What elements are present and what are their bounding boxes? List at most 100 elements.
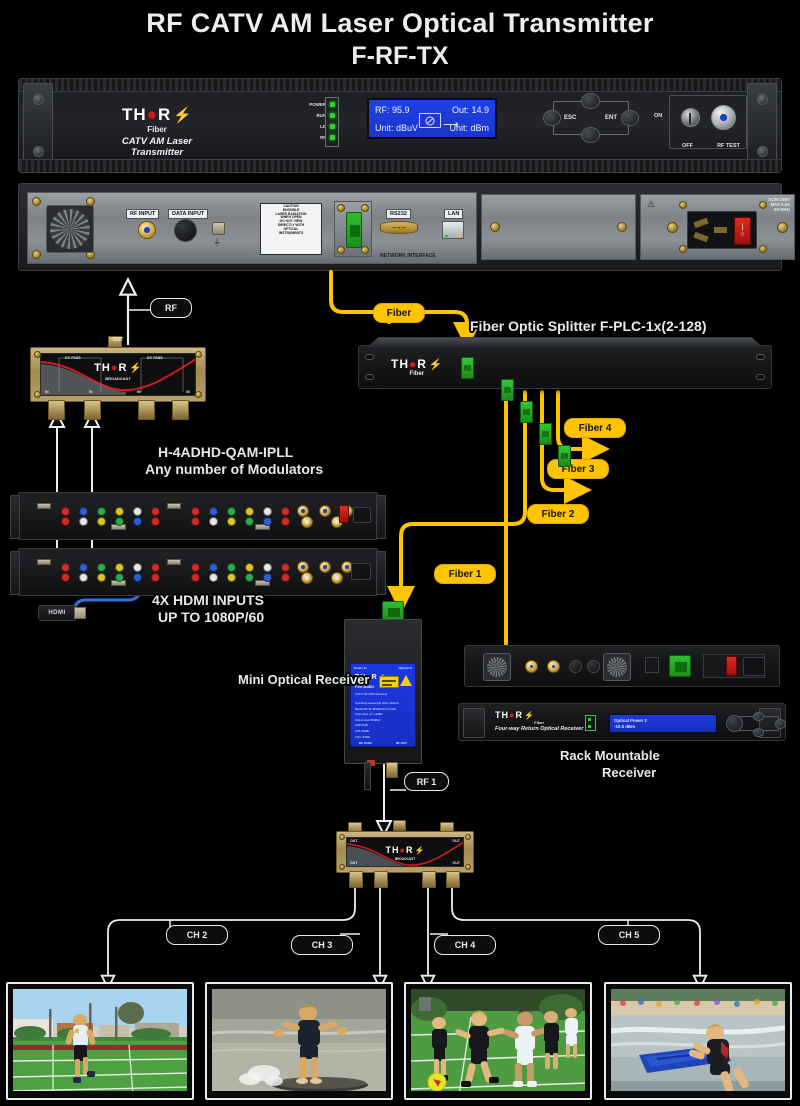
modulator2-hdmi-port-2[interactable] [167, 559, 181, 565]
mini-rx-rf-out-port[interactable] [386, 762, 398, 778]
modulator2-power-inlet[interactable] [351, 563, 371, 580]
ground-stud [212, 222, 225, 235]
modulator-hdmi-port-1[interactable] [37, 503, 51, 509]
modulator-asi-out-1[interactable] [319, 505, 331, 517]
combiner-top-in-1: IN [45, 390, 49, 394]
modulator2-rf-out[interactable] [331, 572, 343, 584]
splitter-output-1[interactable] [501, 379, 514, 401]
keypad-right-button[interactable] [621, 110, 639, 126]
rack-rx-brand: TH●R [495, 710, 523, 720]
keypad-left-button[interactable] [543, 110, 561, 126]
combiner-bottom-in-port[interactable] [393, 820, 406, 831]
rack-rx-rf-out-1[interactable] [525, 660, 538, 673]
rack-rx-knob[interactable] [726, 715, 743, 732]
combiner-bottom-brand: TH●R [385, 845, 414, 855]
rack-rx-lcd-line-1: Optical Power 2 [614, 718, 647, 723]
combiner-top-face: TH●R ⚡ BROADCAST DC PASS DC PASS IN IN I… [40, 353, 196, 396]
network-interface-label: NETWORK INTERFACE [380, 253, 436, 259]
splitter-brand-sub: Fiber [409, 371, 425, 377]
keypad-up-button[interactable] [581, 93, 600, 109]
modulator2-asi-out-1[interactable] [319, 561, 331, 573]
high-voltage-icon: ⚠ [647, 199, 656, 209]
splitter-brand-block: TH●R ⚡ Fiber [391, 357, 443, 377]
mini-rx-rf-out-label: RF OUT [395, 741, 407, 745]
signal-flow-arrow-icon: ⟶ [443, 119, 459, 131]
led-power: POWER [307, 99, 335, 110]
mini-rx-optical-input[interactable] [382, 601, 404, 621]
combiner-bottom-out-lbl-4: OUT [452, 861, 460, 865]
splitter-output-3[interactable] [539, 423, 552, 445]
transmitter-lcd-display: RF: 95.9 Unit: dBuV Out: 14.9 Unit: dBm … [367, 98, 497, 139]
mini-rx-spec-label: Power In Optical In TH●R ⚡ F-RF-R-MIN CA… [350, 663, 416, 747]
rack-rx-power-inlet[interactable] [743, 657, 765, 676]
lan-rj45-port[interactable] [442, 221, 464, 239]
sc-apc-optical-connector[interactable] [346, 212, 362, 248]
combiner-bottom-out-3[interactable] [422, 871, 436, 888]
lan-label: LAN [444, 209, 464, 219]
rack-rx-key-right[interactable] [775, 719, 786, 729]
modulator-power-switch[interactable] [339, 505, 349, 523]
tv-4-image [611, 989, 785, 1091]
led-ld: LD [307, 121, 335, 132]
modulator2-rca-row-bottom-2 [191, 573, 290, 582]
rack-rx-power-switch[interactable] [726, 656, 737, 676]
splitter-brand-name: TH●R [391, 357, 427, 371]
combiner-bottom-out-lbl-2: OUT [452, 839, 460, 843]
mini-rx-indicator [367, 760, 375, 766]
modulator-hdmi-port-2[interactable] [167, 503, 181, 509]
modulator2-rf-in[interactable] [301, 572, 313, 584]
rack-rx-rf-out-2[interactable] [547, 660, 560, 673]
splitter-input-connector[interactable] [461, 357, 474, 379]
combiner-top-in-port-4[interactable] [172, 400, 189, 420]
combiner-bottom-out-lbl-3: OUT [350, 861, 358, 865]
rf-input-connector[interactable] [138, 221, 156, 239]
tv-screen-1 [6, 982, 194, 1100]
combiner-bottom-out-1[interactable] [349, 871, 363, 888]
rack-rx-db9[interactable] [645, 657, 659, 673]
rack-rx-key-up[interactable] [753, 712, 764, 721]
splitter-output-4[interactable] [558, 445, 571, 467]
brand-name: TH●R [122, 105, 172, 124]
combiner-bottom-brand-sub: BROADCAST [394, 857, 416, 861]
modulator-hdmi-port-4[interactable] [255, 524, 270, 530]
data-input-connector[interactable] [174, 219, 197, 242]
rack-rx-key-down[interactable] [753, 728, 764, 737]
combiner-bottom-out-lbl-1: OUT [350, 839, 358, 843]
rf-test-port[interactable] [711, 105, 736, 130]
modulator-rca-row-bottom-1 [61, 517, 160, 526]
combiner-bottom-bolt-icon: ⚡ [414, 845, 425, 855]
rack-rx-model-text: Four-way Return Optical Receiver [495, 726, 584, 732]
iec-power-inlet[interactable]: |○ [687, 211, 757, 249]
combiner-top-in-port-1[interactable] [48, 400, 65, 420]
rack-rx-optical-input[interactable] [669, 655, 691, 677]
combiner-bottom-out-4[interactable] [446, 871, 460, 888]
modulator2-hdmi-port-4[interactable] [255, 580, 270, 586]
power-off-label: OFF [682, 143, 693, 149]
keypad-down-button[interactable] [581, 127, 600, 143]
splitter-output-2[interactable] [520, 401, 533, 423]
rack-rx-brand-block: TH●R ⚡ Fiber Four-way Return Optical Rec… [495, 710, 583, 732]
ent-label: ENT [605, 115, 617, 121]
modulator-subtitle: Any number of Modulators [145, 461, 324, 477]
combiner-top-in-port-3[interactable] [138, 400, 155, 420]
modulator-power-inlet[interactable] [353, 507, 371, 523]
rack-rx-status-leds [585, 715, 596, 731]
rs232-label: RS232 [386, 209, 411, 219]
modulator-rca-row-top-1 [61, 507, 160, 516]
modulator-rf-in[interactable] [301, 516, 313, 528]
rs232-db9-port[interactable] [380, 221, 418, 234]
power-rating-label: AC90-250V MAX 0.5A 50-60Hz [768, 197, 790, 212]
brand-subtitle: Fiber [147, 125, 167, 134]
tv-screen-2 [205, 982, 393, 1100]
transmitter-front-panel: TH●R ⚡ Fiber CATV AM Laser Transmitter P… [18, 78, 782, 173]
power-rocker-switch[interactable]: |○ [734, 217, 751, 245]
modulator2-hdmi-port-1[interactable] [37, 559, 51, 565]
lcd-out-unit: Unit: dBm [449, 123, 489, 133]
key-switch[interactable] [681, 108, 700, 127]
rack-rx-blank-2 [587, 660, 600, 673]
rack-receiver-rear [464, 645, 780, 687]
combiner-top-in-port-2[interactable] [84, 400, 101, 420]
combiner-bottom-out-2[interactable] [374, 871, 388, 888]
hdmi-connector-plug: HDMI [38, 605, 76, 621]
